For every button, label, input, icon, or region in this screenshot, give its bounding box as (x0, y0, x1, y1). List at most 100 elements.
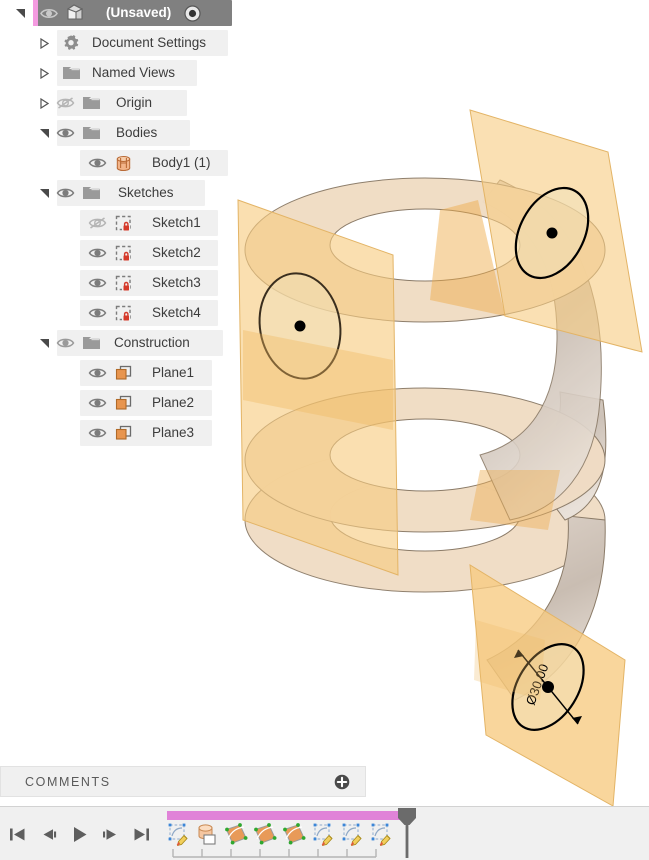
timeline-group-bracket (172, 847, 400, 859)
timeline-playback-controls[interactable] (0, 807, 157, 860)
end-of-timeline-marker[interactable] (396, 808, 418, 858)
comments-panel[interactable]: COMMENTS (0, 766, 366, 797)
tree-row-plane3[interactable]: Plane3 (0, 420, 232, 446)
chevron-right-icon[interactable] (36, 60, 52, 86)
tree-label-origin: Origin (116, 95, 153, 110)
root-marker-bar (33, 0, 38, 26)
timeline-feature-sketch4[interactable] (367, 821, 396, 848)
timeline-feature-sketch1[interactable] (164, 821, 193, 848)
root-expander-icon[interactable] (12, 0, 28, 26)
folder-icon (78, 330, 104, 356)
browser-tree-panel[interactable]: (Unsaved) Document Settings (0, 0, 232, 450)
timeline-feature-plane3[interactable] (280, 821, 309, 848)
visibility-visible-icon[interactable] (84, 360, 110, 386)
timeline-track[interactable] (164, 807, 416, 860)
step-backward-button[interactable] (33, 815, 64, 853)
visibility-visible-icon[interactable] (84, 300, 110, 326)
tree-label-sketch3: Sketch3 (152, 275, 201, 290)
plane-icon (110, 390, 136, 416)
tree-label-sketch4: Sketch4 (152, 305, 201, 320)
sketch-center-point (542, 681, 554, 693)
timeline-progress-bar[interactable] (167, 811, 406, 820)
tree-row-sketch3[interactable]: Sketch3 (0, 270, 232, 296)
timeline-feature-plane2[interactable] (251, 821, 280, 848)
root-visibility-icon[interactable] (36, 0, 62, 26)
visibility-visible-icon[interactable] (84, 240, 110, 266)
plane-icon (110, 360, 136, 386)
tree-label-plane2: Plane2 (152, 395, 195, 410)
tree-row-document-settings[interactable]: Document Settings (0, 30, 232, 56)
component-icon (62, 0, 88, 26)
step-forward-button[interactable] (95, 815, 126, 853)
folder-icon (78, 90, 104, 116)
sketch-icon (110, 270, 136, 296)
tree-label-sketches: Sketches (118, 185, 174, 200)
timeline-feature-sketch2[interactable] (309, 821, 338, 848)
visibility-visible-icon[interactable] (52, 120, 78, 146)
tree-label-plane1: Plane1 (152, 365, 195, 380)
gear-icon (58, 30, 84, 56)
visibility-visible-icon[interactable] (84, 390, 110, 416)
expander-expanded-icon[interactable] (36, 180, 52, 206)
tree-label-construction: Construction (114, 335, 190, 350)
tree-row-sketch1[interactable]: Sketch1 (0, 210, 232, 236)
play-button[interactable] (64, 815, 95, 853)
visibility-visible-icon[interactable] (84, 150, 110, 176)
sketch-icon (110, 210, 136, 236)
expander-expanded-icon[interactable] (36, 330, 52, 356)
tree-label-named-views: Named Views (92, 65, 176, 80)
root-label: (Unsaved) (106, 5, 172, 20)
go-to-beginning-button[interactable] (2, 815, 33, 853)
comments-title: COMMENTS (25, 774, 111, 789)
tree-row-sketches[interactable]: Sketches (0, 180, 232, 206)
visibility-hidden-icon[interactable] (52, 90, 78, 116)
timeline-feature-plane1[interactable] (222, 821, 251, 848)
chevron-right-icon[interactable] (36, 90, 52, 116)
timeline-bar[interactable] (0, 806, 649, 860)
go-to-end-button[interactable] (126, 815, 157, 853)
expander-expanded-icon[interactable] (36, 120, 52, 146)
visibility-visible-icon[interactable] (84, 270, 110, 296)
timeline-feature-sweep[interactable] (193, 821, 222, 848)
3d-viewport[interactable]: Ø30.00 (0, 0, 649, 806)
sketch-circle-upper-right[interactable] (501, 176, 603, 291)
folder-icon (78, 120, 104, 146)
add-comment-icon[interactable] (334, 774, 350, 790)
tree-label-document-settings: Document Settings (92, 35, 207, 50)
chevron-right-icon[interactable] (36, 30, 52, 56)
tree-row-origin[interactable]: Origin (0, 90, 232, 116)
tree-row-bodies[interactable]: Bodies (0, 120, 232, 146)
tree-row-named-views[interactable]: Named Views (0, 60, 232, 86)
folder-icon (58, 60, 84, 86)
sketch-circle-lower-right[interactable]: Ø30.00 (498, 631, 599, 743)
plane-surface-intersections (243, 200, 560, 700)
tree-label-sketch2: Sketch2 (152, 245, 201, 260)
tree-row-construction[interactable]: Construction (0, 330, 232, 356)
tree-label-plane3: Plane3 (152, 425, 195, 440)
timeline-feature-list[interactable] (164, 821, 396, 848)
tree-row-plane2[interactable]: Plane2 (0, 390, 232, 416)
visibility-visible-icon[interactable] (52, 330, 78, 356)
sketch-icon (110, 240, 136, 266)
activated-radio-icon[interactable] (181, 0, 203, 26)
sketch-icon (110, 300, 136, 326)
visibility-visible-icon[interactable] (84, 420, 110, 446)
tree-row-body1[interactable]: Body1 (1) (0, 150, 232, 176)
folder-icon (78, 180, 104, 206)
visibility-visible-icon[interactable] (52, 180, 78, 206)
tree-row-plane1[interactable]: Plane1 (0, 360, 232, 386)
plane-icon (110, 420, 136, 446)
tree-row-sketch2[interactable]: Sketch2 (0, 240, 232, 266)
visibility-hidden-icon[interactable] (84, 210, 110, 236)
body-icon (110, 150, 136, 176)
sketch-center-point (546, 227, 558, 239)
tree-row-sketch4[interactable]: Sketch4 (0, 300, 232, 326)
browser-root-row[interactable]: (Unsaved) (0, 0, 232, 26)
sketch-center-point (294, 320, 306, 332)
tree-label-sketch1: Sketch1 (152, 215, 201, 230)
tree-label-bodies: Bodies (116, 125, 158, 140)
timeline-feature-sketch3[interactable] (338, 821, 367, 848)
model-canvas[interactable]: Ø30.00 (0, 0, 649, 806)
sketch-circle-left[interactable] (251, 267, 348, 385)
